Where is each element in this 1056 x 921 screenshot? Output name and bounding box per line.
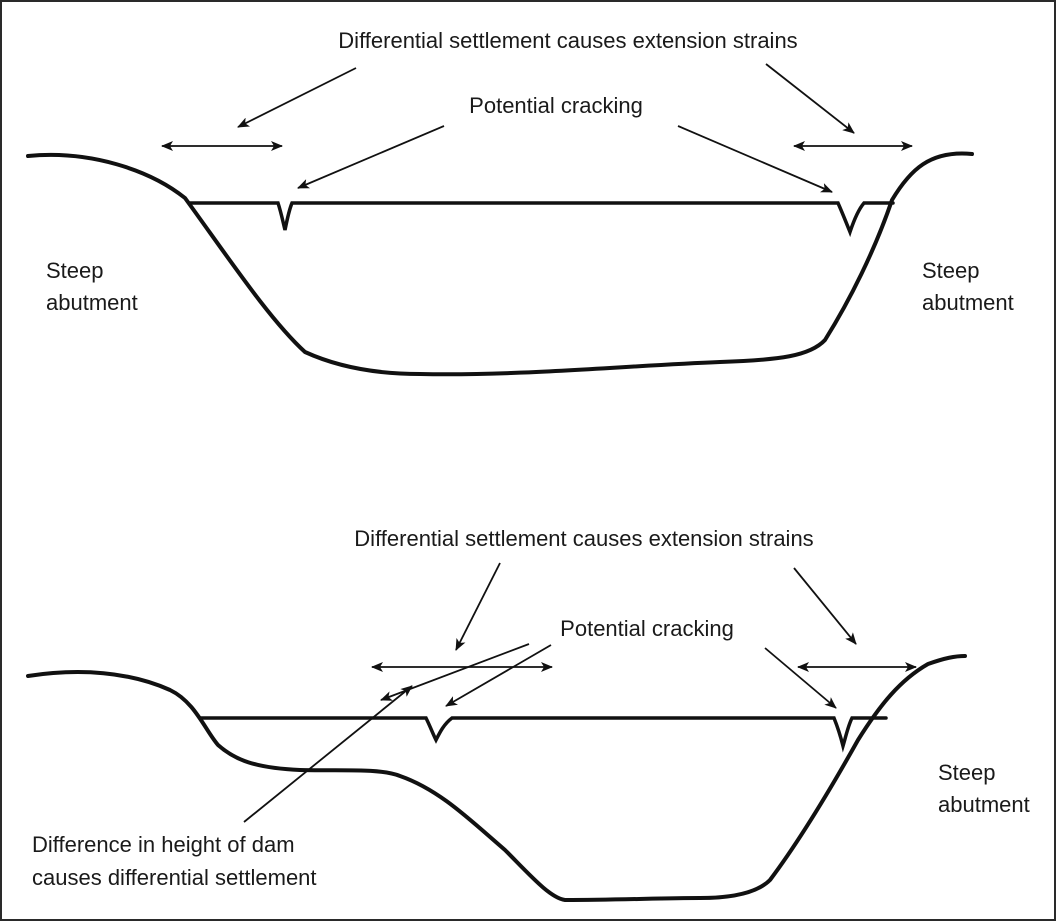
top-valley-profile bbox=[26, 151, 974, 377]
bottom-note-pointer bbox=[243, 685, 413, 823]
top-title: Differential settlement causes extension… bbox=[338, 28, 797, 53]
top-panel: Differential settlement causes extension… bbox=[26, 28, 1014, 377]
bottom-title: Differential settlement causes extension… bbox=[354, 526, 813, 551]
bottom-cracking-right-pointer bbox=[764, 647, 837, 709]
bottom-dam-crest bbox=[198, 716, 888, 753]
top-right-abutment-line1: Steep bbox=[922, 258, 980, 283]
bottom-panel: Differential settlement causes extension… bbox=[26, 526, 1030, 902]
bottom-right-abutment-line2: abutment bbox=[938, 792, 1030, 817]
bottom-cracking-label: Potential cracking bbox=[560, 616, 734, 641]
bottom-title-left-pointer bbox=[455, 562, 501, 651]
bottom-note-line1: Difference in height of dam bbox=[32, 832, 295, 857]
top-cracking-left-pointer bbox=[297, 125, 445, 189]
top-dam-crest bbox=[188, 201, 895, 238]
bottom-right-abutment-line1: Steep bbox=[938, 760, 996, 785]
bottom-cracking-left-pointer-1 bbox=[380, 643, 530, 701]
top-right-abutment-line2: abutment bbox=[922, 290, 1014, 315]
top-title-left-pointer bbox=[237, 67, 357, 128]
top-cracking-label: Potential cracking bbox=[469, 93, 643, 118]
bottom-valley-profile bbox=[26, 654, 967, 902]
top-title-right-pointer bbox=[765, 63, 855, 134]
top-left-abutment-line1: Steep bbox=[46, 258, 104, 283]
top-cracking-right-pointer bbox=[677, 125, 833, 193]
bottom-cracking-left-pointer-2 bbox=[445, 644, 552, 707]
bottom-note-line2: causes differential settlement bbox=[32, 865, 317, 890]
bottom-title-right-pointer bbox=[793, 567, 857, 645]
top-left-abutment-line2: abutment bbox=[46, 290, 138, 315]
